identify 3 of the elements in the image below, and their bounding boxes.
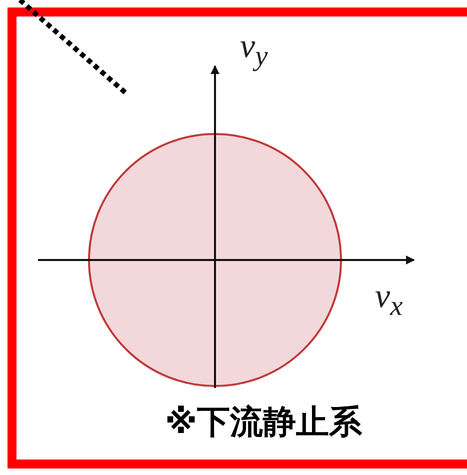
axis-label: v$_{x}$ xyxy=(375,280,403,322)
axis-label: v$_{y}$ xyxy=(240,30,268,72)
note-text: ※下流静止系 xyxy=(165,405,362,438)
